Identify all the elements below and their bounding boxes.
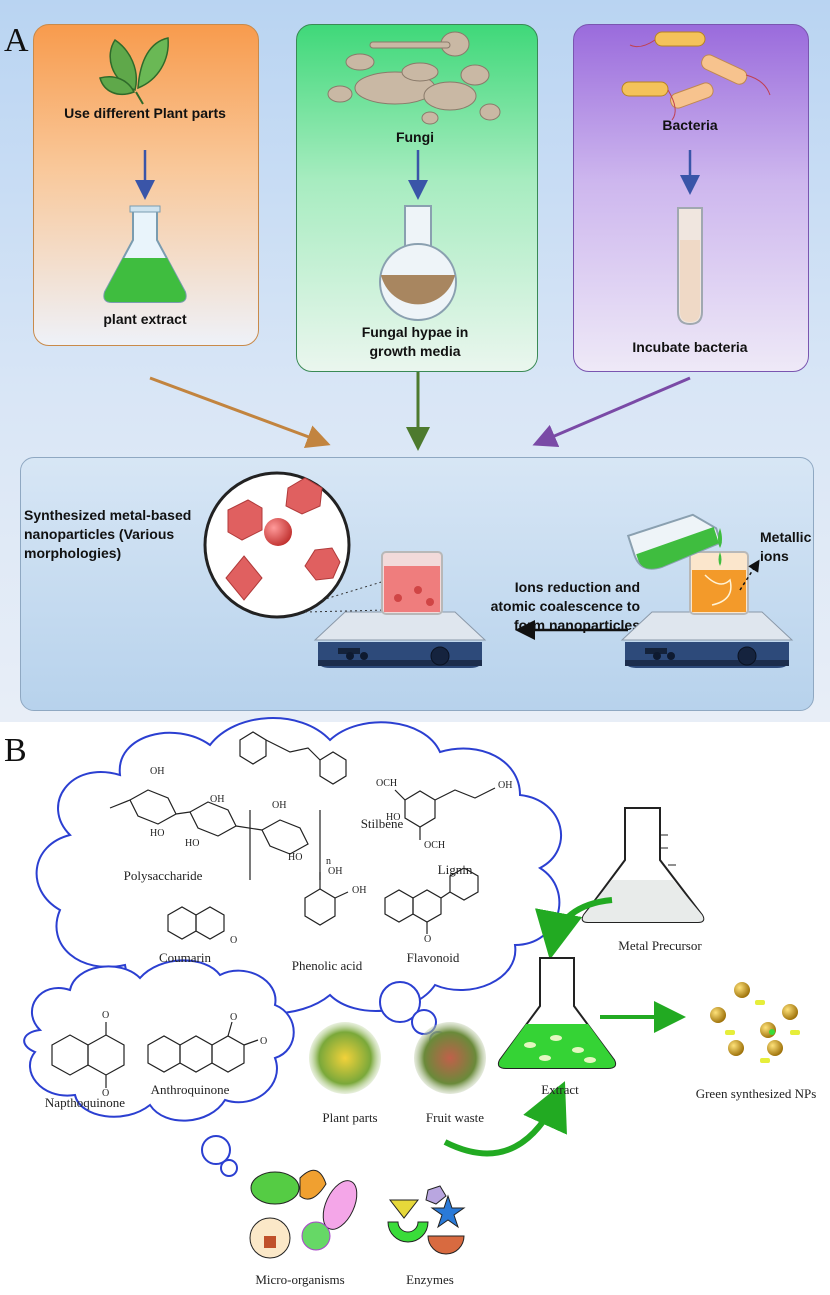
chem-o-label: O (230, 1012, 238, 1023)
chem-o-label: O (260, 1036, 268, 1047)
bacteria-icon (621, 31, 771, 121)
phenolic-acid-label: Phenolic acid (291, 958, 363, 973)
chem-och3-label: OCH (376, 778, 398, 789)
napthoquinone-label: Napthoquinone (44, 1095, 126, 1110)
thought-bubble (220, 1159, 238, 1177)
test-tube-icon (677, 207, 703, 326)
fruit-waste-image (414, 1022, 486, 1094)
chem-ho-label: HO (288, 852, 303, 863)
thought-bubble (379, 981, 421, 1023)
extract-flask (497, 957, 617, 1069)
stilbene-structure (239, 731, 347, 785)
chem-oh-label: OH (328, 866, 343, 877)
anthroquinone-structure (147, 1021, 259, 1073)
flavonoid-label: Flavonoid (406, 950, 460, 965)
lignin-label: Lignin (437, 862, 473, 877)
chem-oh-label: OH (272, 800, 287, 811)
synthesized-np-label: Synthesized metal-based nanoparticles (V… (24, 507, 192, 561)
metal-ion-beaker (689, 551, 749, 615)
nanoparticle-beaker (381, 551, 443, 615)
plant-parts-label: Plant parts (322, 1110, 378, 1125)
fungal-media-label: Fungal hypae in growth media (361, 324, 469, 359)
panel-a-letter: A (4, 22, 29, 59)
stilbene-label: Stilbene (360, 816, 404, 831)
chem-oh-label: OH (150, 766, 165, 777)
chem-o-label: O (102, 1010, 110, 1021)
polysaccharide-structure (109, 789, 321, 880)
chem-oh-label: OH (352, 885, 367, 896)
chem-ho-label: HO (150, 828, 165, 839)
metal-precursor-label: Metal Precursor (618, 938, 702, 953)
extract-label: Extract (541, 1082, 579, 1097)
enzymes-icon (387, 1185, 466, 1255)
nanoparticle-magnifier (203, 471, 389, 619)
plant-parts-label: Use different Plant parts (64, 105, 226, 121)
anthroquinone-label: Anthroquinone (150, 1082, 230, 1097)
panel-a: A Use different Plant parts plant extrac… (0, 0, 830, 722)
micro-organisms-label: Micro-organisms (255, 1272, 345, 1287)
plant-extract-flask-icon (103, 205, 187, 303)
chem-oh-label: OH (210, 794, 225, 805)
green-nanoparticles (710, 982, 800, 1063)
chem-ho-label: HO (386, 812, 401, 823)
lignin-structure (394, 787, 496, 840)
incubate-bacteria-label: Incubate bacteria (632, 339, 748, 355)
compound-cloud-small (23, 959, 295, 1122)
polysaccharide-label: Polysaccharide (123, 868, 203, 883)
fruit-waste-label: Fruit waste (425, 1110, 485, 1125)
fungi-label: Fungi (395, 129, 435, 145)
coumarin-label: Coumarin (159, 950, 211, 965)
panel-b-letter: B (4, 732, 27, 769)
chem-n-label: n (326, 856, 331, 867)
micro-organisms-icon (249, 1169, 358, 1259)
metallic-ions-label: Metallic ions (760, 529, 812, 564)
plant-leaf-icon (99, 37, 169, 105)
fungal-flask-icon (379, 205, 457, 321)
hot-plate-right (620, 611, 794, 668)
panel-a-graphics (99, 31, 794, 668)
phenolic-acid-structure (304, 872, 349, 926)
coumarin-structure (167, 906, 225, 940)
flavonoid-structure (384, 867, 479, 934)
chem-ho-label: HO (185, 838, 200, 849)
enzymes-label: Enzymes (406, 1272, 454, 1287)
chem-oh-label: OH (498, 780, 513, 791)
bacteria-label: Bacteria (662, 117, 718, 133)
chem-o-label: O (230, 935, 238, 946)
fungi-hyphae-icon (327, 31, 501, 125)
chem-o-label: O (424, 934, 432, 945)
plant-parts-image (309, 1022, 381, 1094)
chem-o-label: O (102, 1088, 110, 1099)
green-nps-label: Green synthesized NPs (695, 1086, 817, 1101)
metal-precursor-flask (581, 807, 705, 923)
thought-bubble (201, 1135, 231, 1165)
chem-och3-label: OCH (424, 840, 446, 851)
plant-extract-label: plant extract (103, 311, 187, 327)
napthoquinone-structure (51, 1022, 125, 1088)
